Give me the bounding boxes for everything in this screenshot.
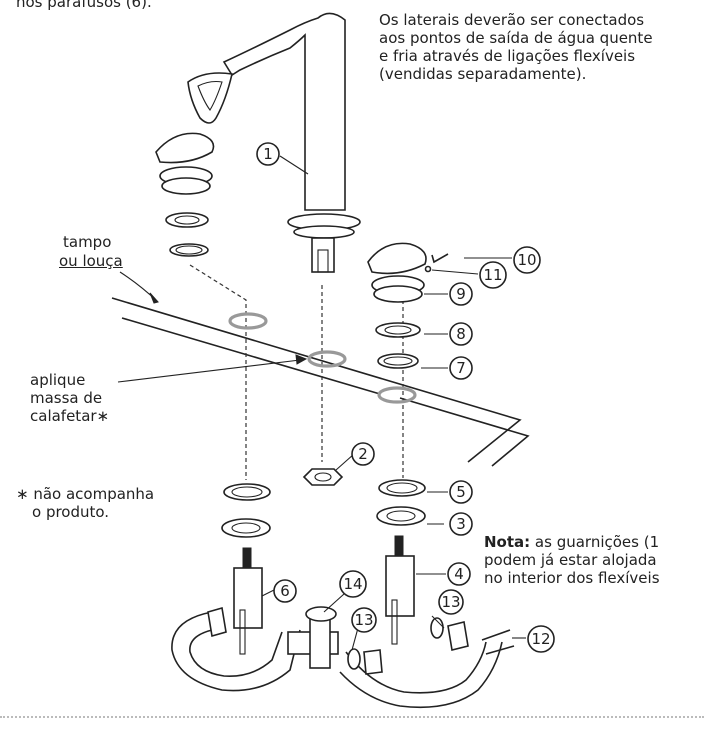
note-line-2: podem já estar alojada [484,551,657,569]
callout-1: 1 [256,142,280,166]
bottom-dotted-border [0,716,704,720]
footnote-line-2: o produto. [32,503,110,521]
svg-text:13: 13 [441,593,460,611]
central-tee [207,606,469,675]
connection-note-line-1: Os laterais deverão ser conectados [379,11,645,29]
sealant-label-line-3: calafetar∗ [30,407,110,425]
top-text-fragment: nos parafusos (6). [16,0,152,11]
callout-13-right: 13 [438,589,464,615]
callout-9: 9 [449,282,473,306]
svg-text:8: 8 [456,325,466,343]
svg-text:1: 1 [263,145,273,163]
svg-text:13: 13 [354,611,373,629]
callout-10: 10 [513,246,541,274]
surface-label-line-2: ou louça [59,252,123,270]
svg-text:9: 9 [456,285,466,303]
svg-text:11: 11 [483,266,502,284]
right-handle-assembly [367,242,449,369]
svg-text:7: 7 [456,359,466,377]
callout-13-center: 13 [351,607,377,633]
sealant-label-line-1: aplique [30,371,86,389]
flexible-hoses [171,611,515,709]
svg-text:3: 3 [456,515,466,533]
note-line-3: no interior dos flexíveis [484,569,660,587]
callout-11: 11 [479,261,507,289]
callout-leaders [261,155,526,651]
spout-body [187,12,361,273]
connection-note-line-2: aos pontos de saída de água quente [379,29,653,47]
sealant-label-line-2: massa de [30,389,103,407]
under-counter-washers [221,468,426,538]
sealant-rings [228,312,417,404]
countertop-outline [111,297,530,467]
connection-note-line-4: (vendidas separadamente). [379,65,587,83]
callout-14: 14 [339,570,367,598]
callout-12: 12 [527,625,555,653]
footnote-line-1: ∗ não acompanha [16,485,155,503]
svg-text:6: 6 [280,582,290,600]
sealant-pointer-arrow [117,359,301,383]
connection-note-line-3: e fria através de ligações flexíveis [379,47,636,65]
callout-6: 6 [273,579,297,603]
callout-7: 7 [449,356,473,380]
callout-2: 2 [351,442,375,466]
note-bold-label: Nota: [484,533,531,551]
left-handle-assembly [155,132,215,257]
svg-text:12: 12 [531,630,550,648]
svg-text:2: 2 [358,445,368,463]
callout-3: 3 [449,512,473,536]
valve-bodies [233,535,415,655]
callout-5: 5 [449,480,473,504]
callout-4: 4 [447,562,471,586]
callout-8: 8 [449,322,473,346]
surface-label-line-1: tampo [63,233,112,251]
svg-text:10: 10 [517,251,536,269]
svg-text:14: 14 [343,575,362,593]
svg-text:5: 5 [456,483,466,501]
note-line-1-text: as guarnições (1 [530,533,660,551]
hex-key [431,253,449,264]
svg-text:4: 4 [454,565,464,583]
note-line-1: Nota: as guarnições (1 [484,534,659,551]
